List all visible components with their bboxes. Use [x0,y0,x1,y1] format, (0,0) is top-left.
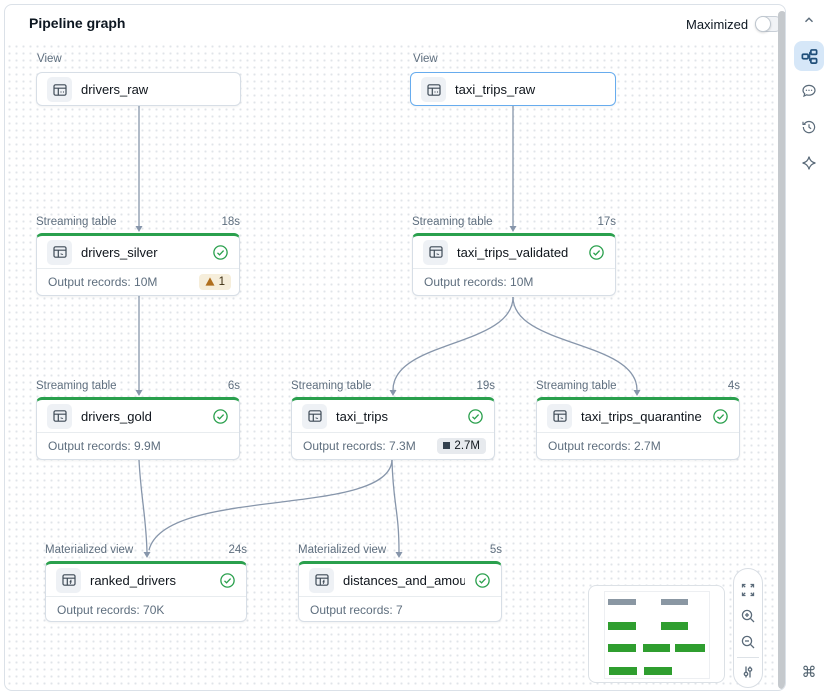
sliders-icon [743,666,753,678]
keyboard-shortcuts-button[interactable]: ⌘ [801,664,817,681]
node-name: taxi_trips_validated [457,244,569,260]
right-sidebar: ⌘ [790,0,828,696]
toggle-knob[interactable] [755,16,772,32]
minimap-viewport [604,591,710,679]
node-drivers_raw[interactable]: drivers_raw [36,72,241,106]
success-check-icon [212,244,229,261]
maximized-label: Maximized [686,16,749,32]
tab-history[interactable] [801,119,817,135]
output-records: Output records: 7.3M [303,438,416,453]
tab-pipeline-graph[interactable] [794,41,824,71]
fit-to-screen-icon [741,583,755,597]
dropped-square-icon [443,442,451,449]
node-taxi_trips_quarantine[interactable]: taxi_trips_quarantine Output records: 2.… [536,397,740,460]
node-taxi_trips_validated[interactable]: taxi_trips_validated Output records: 10M [412,233,616,296]
materialized-view-icon [309,567,334,593]
output-records: Output records: 10M [424,274,534,289]
node-taxi_trips[interactable]: taxi_trips Output records: 7.3M 2.7M [291,397,495,460]
output-records: Output records: 70K [57,602,165,617]
view-table-icon [47,77,72,102]
chevron-up-icon [805,17,813,23]
zoom-out-icon [741,635,755,649]
minimap-bar [643,644,670,652]
zoom-out-button[interactable] [737,629,759,655]
streaming-table-icon [547,403,572,429]
streaming-table-icon [423,239,448,265]
node-name: taxi_trips_quarantine [581,408,702,424]
tab-assistant[interactable] [801,155,817,171]
sparkle-icon [802,156,816,170]
node-duration: 4s [727,380,740,392]
node-kind-label: View [37,53,62,65]
output-records: Output records: 9.9M [48,438,161,453]
view-table-icon [421,77,446,102]
node-name: taxi_trips [336,408,389,424]
minimap-bar [661,599,688,605]
warning-badge[interactable]: 1 [198,273,231,290]
graph-settings-button[interactable] [737,659,759,685]
node-name: drivers_raw [81,82,149,97]
zoom-in-icon [741,609,755,623]
fit-to-screen-button[interactable] [737,577,759,603]
node-duration: 18s [221,216,240,228]
node-taxi_trips_raw[interactable]: taxi_trips_raw [410,72,616,106]
minimap-bar [608,622,636,630]
zoom-controls [733,568,763,688]
output-records: Output records: 10M [48,274,158,289]
tab-comments[interactable] [801,83,817,99]
node-drivers_silver[interactable]: drivers_silver Output records: 10M 1 [36,233,240,296]
node-distances_and_amounts[interactable]: distances_and_amounts_b... Output record… [298,561,502,622]
node-ranked_drivers[interactable]: ranked_drivers Output records: 70K [45,561,247,622]
minimap-bar [661,622,688,630]
comment-icon [802,84,816,98]
minimap-bar [608,599,636,605]
node-duration: 17s [597,216,616,228]
success-check-icon [467,408,484,425]
streaming-table-icon [47,403,72,429]
success-check-icon [212,408,229,425]
page-title: Pipeline graph [29,15,126,31]
success-check-icon [588,244,605,261]
node-name: drivers_gold [81,408,152,424]
streaming-table-icon [302,403,327,429]
node-name: ranked_drivers [90,572,176,588]
node-duration: 5s [489,544,502,556]
node-kind-label: View [413,53,438,65]
materialized-view-icon [56,567,81,593]
warning-triangle-icon [205,277,215,286]
command-icon: ⌘ [801,664,817,681]
minimap[interactable] [588,585,725,683]
node-duration: 6s [227,380,240,392]
output-records: Output records: 7 [310,602,403,617]
node-name: drivers_silver [81,244,158,260]
dropped-records-badge[interactable]: 2.7M [437,437,486,454]
minimap-bar [608,644,636,652]
success-check-icon [712,408,729,425]
node-duration: 19s [476,380,495,392]
minimap-bar [644,667,672,675]
minimap-bar [675,644,705,652]
minimap-bar [609,667,637,675]
history-clock-icon [802,120,816,134]
collapse-panel-button[interactable] [801,12,817,28]
node-name: taxi_trips_raw [455,82,536,97]
divider [737,657,759,658]
zoom-in-button[interactable] [737,603,759,629]
node-name: distances_and_amounts_b... [343,572,465,588]
success-check-icon [219,572,236,589]
vertical-scrollbar[interactable] [778,11,785,689]
pipeline-graph-icon [801,48,817,64]
node-duration: 24s [228,544,247,556]
streaming-table-icon [47,239,72,265]
output-records: Output records: 2.7M [548,438,661,453]
node-drivers_gold[interactable]: drivers_gold Output records: 9.9M [36,397,240,460]
success-check-icon [474,572,491,589]
